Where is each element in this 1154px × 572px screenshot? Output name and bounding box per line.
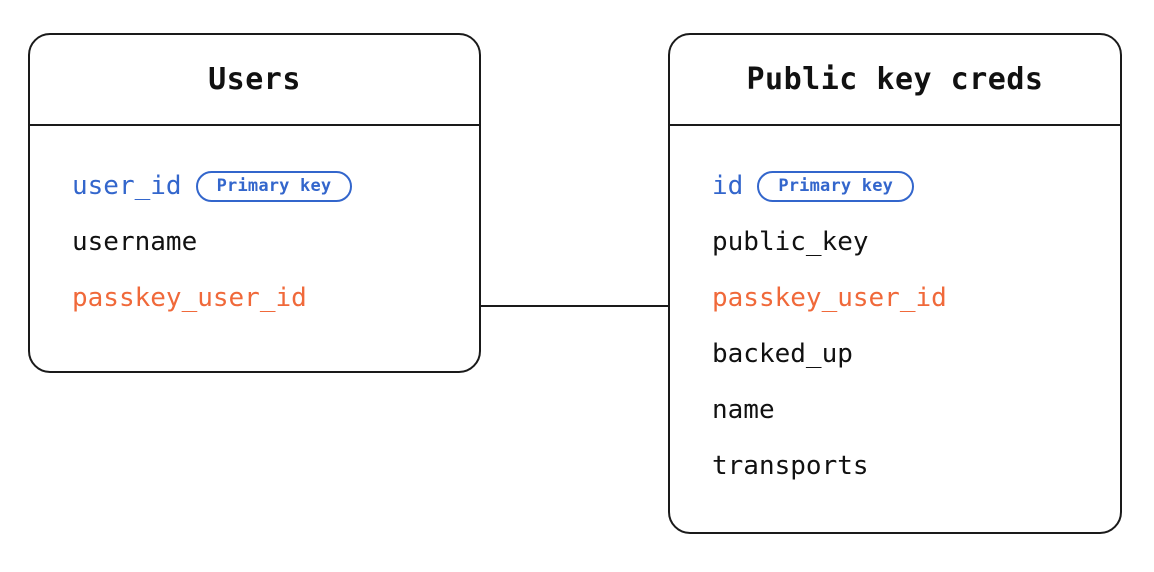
entity-header-users: Users <box>30 35 479 126</box>
field-row[interactable]: public_key <box>712 214 1120 270</box>
field-name-user_id: user_id <box>72 171 182 201</box>
entity-title: Public key creds <box>746 62 1044 97</box>
field-name-transports: transports <box>712 451 869 481</box>
field-row[interactable]: transports <box>712 438 1120 494</box>
primary-key-badge: Primary key <box>757 170 915 202</box>
entity-header-public_key_creds: Public key creds <box>670 35 1120 126</box>
field-name-passkey_user_id: passkey_user_id <box>72 283 307 313</box>
entity-field-list-users: user_id Primary key username passkey_user_i… <box>30 126 479 326</box>
field-row[interactable]: name <box>712 382 1120 438</box>
entity-table-users[interactable]: Users user_id Primary key username passkey_u… <box>28 33 481 373</box>
field-row[interactable]: username <box>72 214 479 270</box>
field-name-backed_up: backed_up <box>712 339 853 369</box>
field-name-passkey_user_id: passkey_user_id <box>712 283 947 313</box>
primary-key-badge: Primary key <box>195 170 353 202</box>
field-row[interactable]: id Primary key <box>712 158 1120 214</box>
field-row[interactable]: user_id Primary key <box>72 158 479 214</box>
field-row[interactable]: passkey_user_id <box>72 270 479 326</box>
entity-title: Users <box>208 62 301 97</box>
field-name-public_key: public_key <box>712 227 869 257</box>
relationship-connector <box>481 305 668 307</box>
field-name-username: username <box>72 227 198 257</box>
field-row[interactable]: passkey_user_id <box>712 270 1120 326</box>
field-name-id: id <box>712 171 744 201</box>
field-row[interactable]: backed_up <box>712 326 1120 382</box>
field-name-name: name <box>712 395 775 425</box>
